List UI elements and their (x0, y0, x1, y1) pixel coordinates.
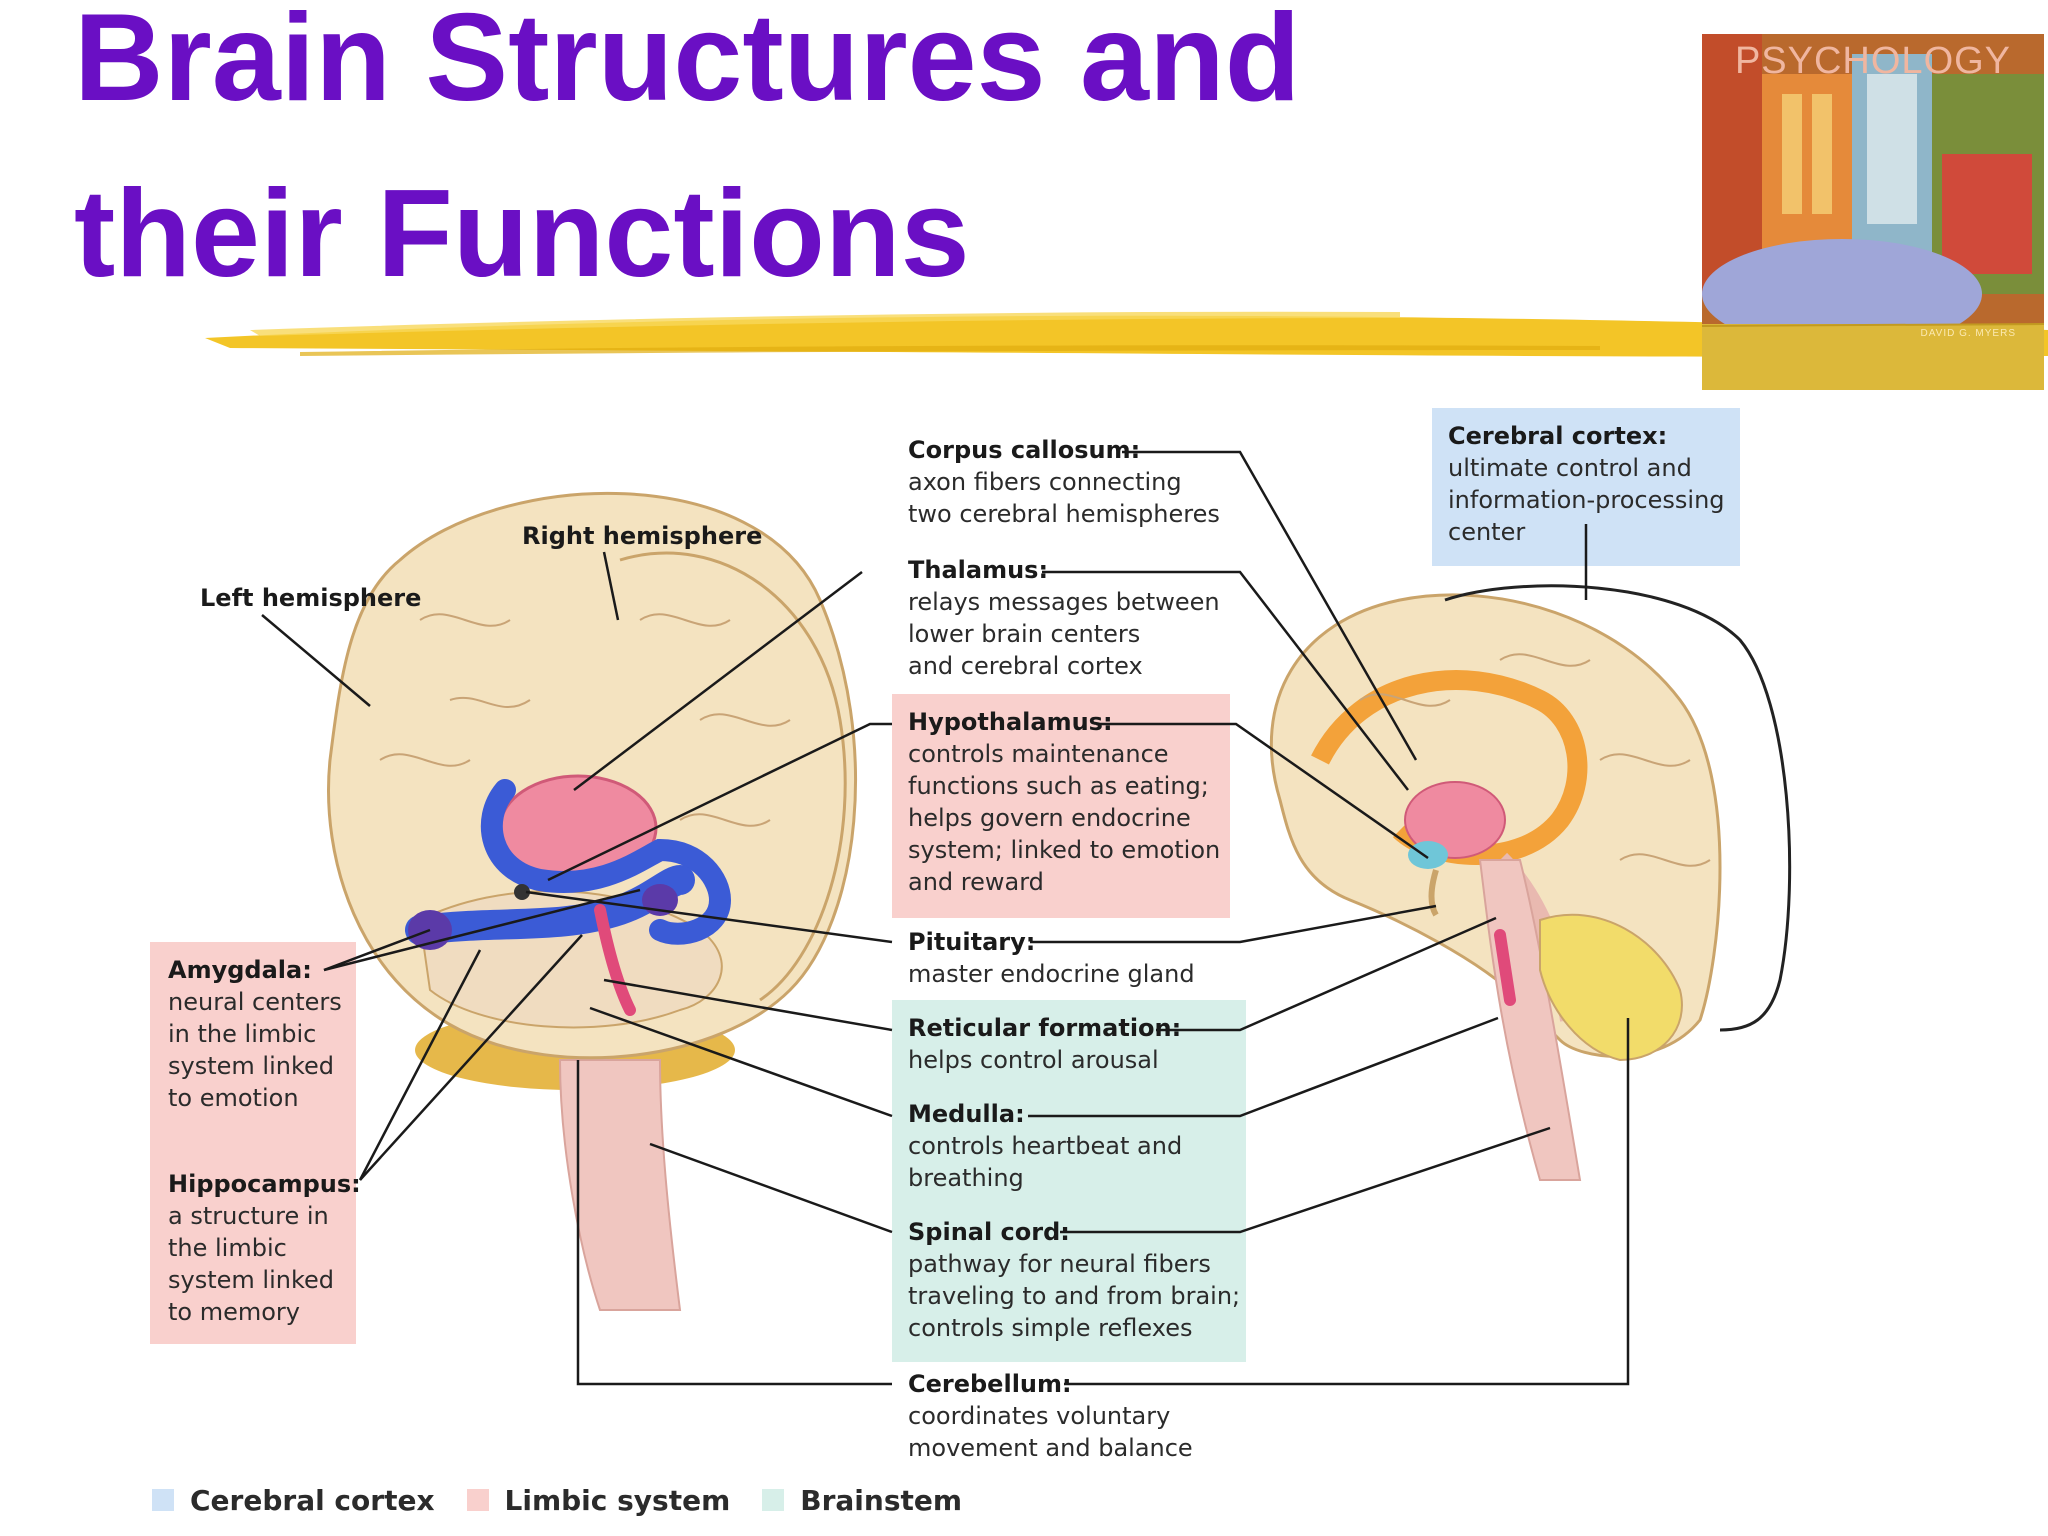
cerebral-cortex-label: Cerebral cortex: ultimate control and in… (1448, 422, 1725, 546)
hypothalamus-label: Hypothalamus: controls maintenance funct… (908, 708, 1221, 896)
legend-swatch-brainstem (762, 1489, 785, 1511)
thalamus-label: Thalamus: relays messages between lower … (908, 556, 1220, 680)
medulla-label: Medulla: controls heartbeat and breathin… (908, 1100, 1183, 1192)
brainstem-box (892, 1000, 1246, 1362)
legend-swatch-limbic-system (466, 1489, 489, 1511)
book-cover-title: PSYCHOLOGY (1734, 40, 2012, 82)
leader-lines (261, 450, 1630, 1386)
right-brain-illustration (1270, 584, 1792, 1181)
pituitary-label: Pituitary: master endocrine gland (908, 928, 1195, 988)
hippocampus-label: Hippocampus: a structure in the limbic s… (168, 1170, 361, 1326)
legend-swatch-cerebral-cortex (152, 1489, 174, 1511)
amygdala-hippocampus-box (150, 942, 356, 1344)
right-hemisphere-label: Right hemisphere (522, 522, 763, 550)
cerebellum-label: Cerebellum: coordinates voluntary moveme… (908, 1370, 1193, 1462)
slide-title-line-2: their Functions (74, 165, 970, 303)
textbook-cover-image: PSYCHOLOGY DAVID G. MYERS (1702, 34, 2044, 390)
spinal-cord-label: Spinal cord: pathway for neural fibers t… (908, 1218, 1241, 1342)
legend: Cerebral cortex Limbic system Brainstem (152, 1480, 994, 1520)
slide-title-line-1: Brain Structures and (74, 0, 1301, 127)
legend-label-cerebral-cortex: Cerebral cortex (190, 1483, 435, 1517)
legend-label-brainstem: Brainstem (800, 1483, 963, 1517)
left-hemisphere-label: Left hemisphere (200, 584, 422, 612)
slide-title: Brain Structures and their Functions (74, 0, 1654, 322)
legend-label-limbic-system: Limbic system (504, 1483, 731, 1517)
hypothalamus-box (892, 694, 1230, 918)
corpus-callosum-label: Corpus callosum: axon fibers connecting … (908, 436, 1220, 528)
reticular-formation-label: Reticular formation: helps control arous… (908, 1014, 1182, 1074)
book-cover-author: DAVID G. MYERS (1920, 328, 2016, 339)
amygdala-label: Amygdala: neural centers in the limbic s… (168, 956, 342, 1112)
title-underline-brush (205, 311, 2048, 357)
